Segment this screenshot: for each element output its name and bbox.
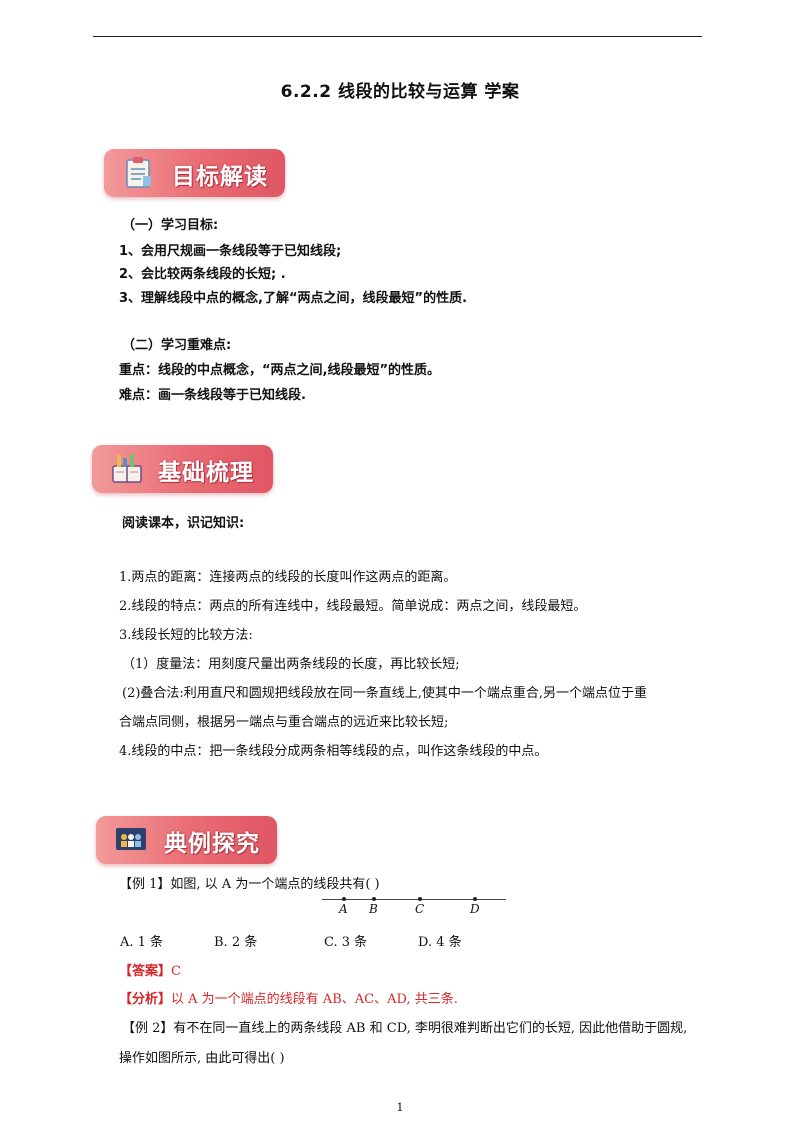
presentation-icon: [114, 823, 148, 857]
answer-tag: 【答案】: [119, 964, 172, 979]
option-b: B. 2 条: [214, 935, 258, 950]
option-a: A. 1 条: [120, 935, 164, 950]
analysis-line: 【分析】以 A 为一个端点的线段有 AB、AC、AD, 共三条.: [119, 988, 458, 1007]
point-d: [473, 897, 477, 901]
section-banner-goals: 目标解读: [104, 149, 285, 197]
point-a: [342, 897, 346, 901]
header-rule: [93, 36, 702, 37]
book-icon: [110, 452, 144, 486]
clipboard-icon: [122, 156, 156, 190]
answer-line: 【答案】C: [119, 960, 181, 979]
goal-item-3: 3、理解线段中点的概念,了解“两点之间，线段最短”的性质.: [119, 291, 468, 306]
document-title: 6.2.2 线段的比较与运算 学案: [280, 82, 520, 102]
answer-value: C: [171, 964, 181, 979]
section-title-goals: 目标解读: [172, 164, 268, 190]
section-banner-examples: 典例探究: [96, 816, 277, 864]
goal-item-1: 1、会用尺规画一条线段等于已知线段;: [119, 244, 342, 259]
key-points-subheading: （二）学习重难点:: [122, 338, 232, 353]
goal-item-2: 2、会比较两条线段的长短; .: [119, 267, 286, 282]
basics-point-3: 3.线段长短的比较方法:: [119, 628, 253, 643]
line-segment: [322, 899, 506, 900]
point-c-label: C: [415, 902, 425, 916]
basics-point-1: 1.两点的距离：连接两点的线段的长度叫作这两点的距离。: [119, 570, 457, 585]
point-b: [372, 897, 376, 901]
example-2-line1: 【例 2】有不在同一直线上的两条线段 AB 和 CD, 李明很难判断出它们的长短…: [122, 1021, 688, 1036]
goals-subheading: （一）学习目标:: [122, 218, 219, 233]
page-number: 1: [396, 1101, 404, 1114]
line-figure: A B C D: [322, 896, 506, 918]
section-banner-basics: 基础梳理: [92, 445, 273, 493]
point-d-label: D: [470, 902, 480, 916]
example-1-question: 【例 1】如图, 以 A 为一个端点的线段共有( ): [119, 877, 380, 892]
point-a-label: A: [339, 902, 348, 916]
analysis-tag: 【分析】: [119, 992, 172, 1007]
basics-point-2: 2.线段的特点：两点的所有连线中，线段最短。简单说成：两点之间，线段最短。: [119, 599, 587, 614]
basics-method-1: （1）度量法：用刻度尺量出两条线段的长度，再比较长短;: [122, 657, 460, 672]
example-2-line2: 操作如图所示, 由此可得出( ): [119, 1051, 285, 1066]
basics-method-2-line1: (2)叠合法:利用直尺和圆规把线段放在同一条直线上,使其中一个端点重合,另一个端…: [122, 686, 648, 701]
reading-prompt: 阅读课本，识记知识:: [122, 516, 245, 531]
option-c: C. 3 条: [324, 935, 368, 950]
key-point: 重点：线段的中点概念，“两点之间,线段最短”的性质。: [119, 363, 441, 378]
section-title-basics: 基础梳理: [158, 460, 254, 486]
difficult-point: 难点：画一条线段等于已知线段.: [119, 388, 306, 403]
basics-method-2-line2: 合端点同侧，根据另一端点与重合端点的远近来比较长短;: [119, 715, 449, 730]
basics-point-4: 4.线段的中点：把一条线段分成两条相等线段的点，叫作这条线段的中点。: [119, 744, 548, 759]
analysis-text: 以 A 为一个端点的线段有 AB、AC、AD, 共三条.: [171, 992, 458, 1007]
point-b-label: B: [369, 902, 378, 916]
section-title-examples: 典例探究: [164, 831, 260, 857]
option-d: D. 4 条: [418, 935, 462, 950]
point-c: [418, 897, 422, 901]
